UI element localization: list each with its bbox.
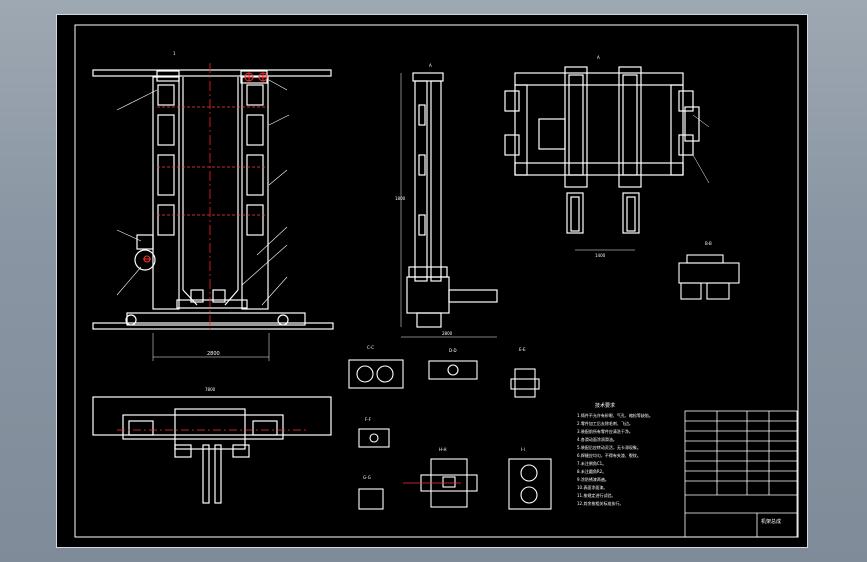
side-height-dim: 1800 [395,196,406,201]
section-gg [358,488,384,510]
svg-text:1.铸件不允许有砂眼、气孔、缩松等缺陷。: 1.铸件不允许有砂眼、气孔、缩松等缺陷。 [577,412,653,418]
main-width-dim: 2800 [207,351,220,357]
svg-text:4.各滑动面涂润滑油。: 4.各滑动面涂润滑油。 [577,436,617,442]
section-gg-label: G-G [363,475,371,480]
svg-text:10.表面涂面漆。: 10.表面涂面漆。 [577,484,607,490]
section-ee-label: E-E [519,347,526,352]
section-hh-label: H-H [439,447,446,452]
top-width-dim: 1400 [595,253,606,258]
main-dashed-levels [157,106,267,216]
svg-text:8.未注圆角R2。: 8.未注圆角R2。 [577,468,606,474]
main-dims [152,333,270,361]
cad-drawing: 2800 1 1800 2800 A [74,24,799,538]
section-cc-label: C-C [367,345,374,350]
svg-text:7.未注倒角C1。: 7.未注倒角C1。 [577,460,606,466]
bottom-view [92,396,332,504]
detail-b [678,254,740,300]
title-block-name: 机架总成 [761,518,781,525]
section-ii-label: I-I [521,447,525,452]
top-view-label: A [597,55,600,60]
detail-b-label: B-B [705,241,712,246]
side-view-label: A [429,63,432,68]
main-leaders [116,79,290,306]
side-dims [400,73,497,338]
svg-text:5.装配后应转动灵活，无卡滞现象。: 5.装配后应转动灵活，无卡滞现象。 [577,444,641,450]
section-ee [510,368,540,398]
svg-text:12.其余按相关标准执行。: 12.其余按相关标准执行。 [577,500,623,506]
main-red-markers [143,72,268,263]
section-dd [428,360,478,380]
section-cc [348,359,404,389]
bottom-width-dim: 7800 [205,387,216,392]
svg-text:11.按规定进行试验。: 11.按规定进行试验。 [577,492,615,498]
svg-text:6.焊缝应均匀，不得有夹渣、裂纹。: 6.焊缝应均匀，不得有夹渣、裂纹。 [577,452,641,458]
side-width-dim: 2800 [442,331,453,336]
drawing-frame: 2800 1 1800 2800 A [56,14,808,548]
tech-notes-title: 技术要求 [595,402,615,409]
section-ff [358,428,390,448]
section-dd-label: D-D [449,348,457,353]
top-view [504,66,700,234]
section-ii [508,458,552,510]
svg-text:9.涂防锈漆两遍。: 9.涂防锈漆两遍。 [577,476,609,482]
side-view [406,72,498,328]
top-leaders [575,114,710,251]
inner-border [74,24,799,538]
main-view-label: 1 [173,51,176,56]
svg-text:3.装配前所有零件应清洗干净。: 3.装配前所有零件应清洗干净。 [577,428,633,434]
tech-notes-lines: 1.铸件不允许有砂眼、气孔、缩松等缺陷。 2.零件加工后去除毛刺、飞边。 3.装… [577,412,653,506]
main-front-view [92,69,334,330]
title-block [684,410,798,538]
svg-text:2.零件加工后去除毛刺、飞边。: 2.零件加工后去除毛刺、飞边。 [577,420,633,426]
section-ff-label: F-F [365,417,372,422]
